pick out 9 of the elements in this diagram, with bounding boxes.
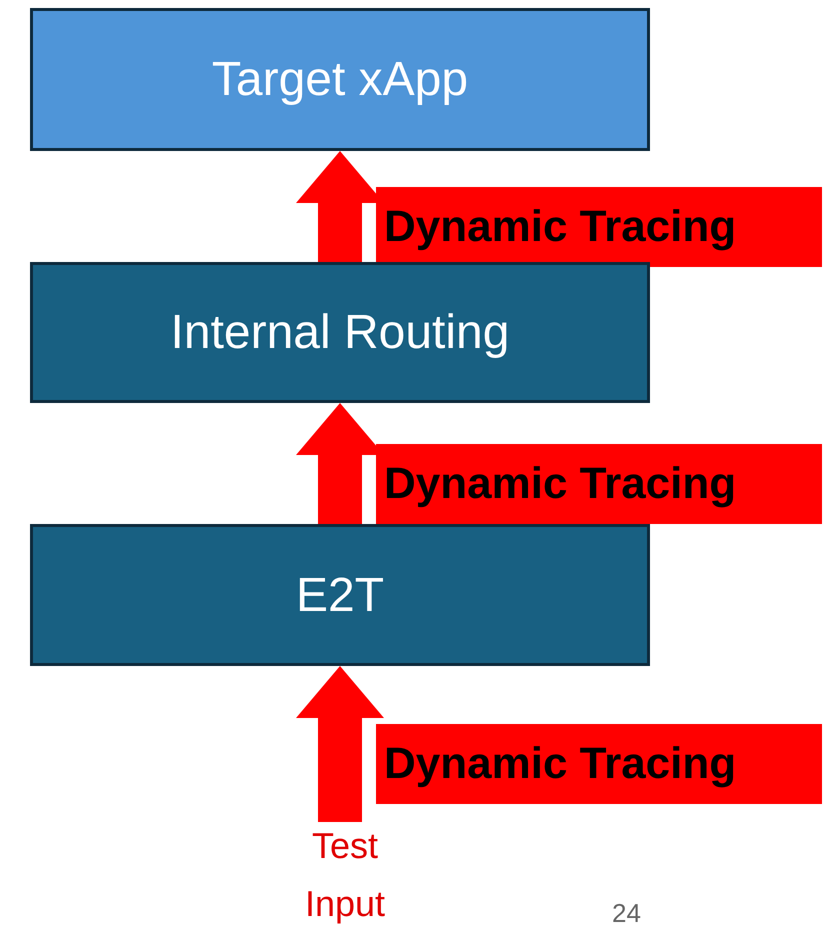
process-box: Target xApp xyxy=(30,8,650,151)
edge-label: Dynamic Tracing xyxy=(376,186,822,266)
input-label: Test Input xyxy=(290,822,400,928)
page-number: 24 xyxy=(612,898,641,929)
process-box: Internal Routing xyxy=(30,262,650,403)
edge-label: Dynamic Tracing xyxy=(376,444,822,524)
edge-label: Dynamic Tracing xyxy=(376,724,822,804)
process-box: E2T xyxy=(30,524,650,666)
arrow xyxy=(296,666,384,822)
